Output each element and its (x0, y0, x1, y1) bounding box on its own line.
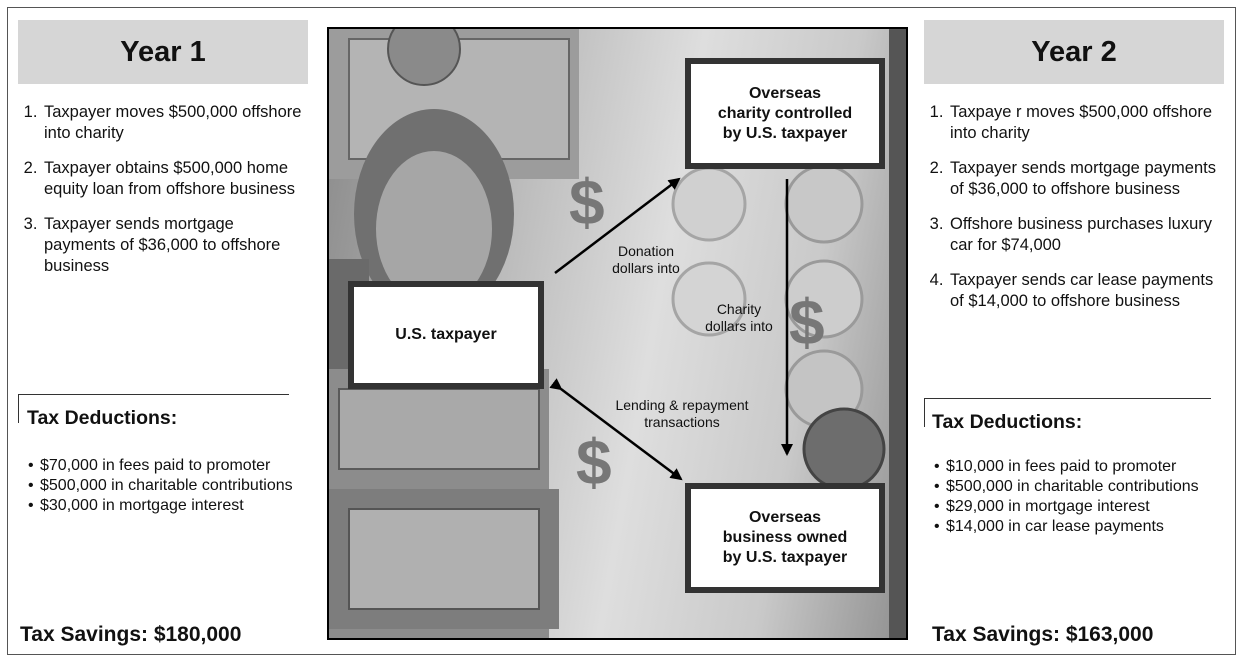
year1-step: Taxpayer sends mortgage payments of $36,… (42, 214, 308, 277)
money-flow-diagram: $ $ $ U.S. taxpayer Overseas charity con… (327, 27, 908, 640)
overseas-business-label: Overseas business owned by U.S. taxpayer (722, 509, 848, 566)
taxpayer-box: U.S. taxpayer (348, 281, 544, 389)
charity-dollars-label: Charity dollars into (705, 301, 773, 334)
year2-step: Taxpaye r moves $500,000 offshore into c… (948, 102, 1224, 144)
year1-deduction: $500,000 in charitable contributions (28, 476, 298, 496)
year2-step: Taxpayer sends mortgage payments of $36,… (948, 158, 1224, 200)
year1-header: Year 1 (18, 20, 308, 84)
year2-deduction: $29,000 in mortgage interest (934, 497, 1220, 517)
donation-label: Donation dollars into (612, 243, 680, 276)
overseas-charity-label: Overseas charity controlled by U.S. taxp… (717, 84, 853, 142)
year2-deductions-list: $10,000 in fees paid to promoter $500,00… (934, 457, 1220, 537)
year2-step: Offshore business purchases luxury car f… (948, 214, 1224, 256)
year1-deductions-list: $70,000 in fees paid to promoter $500,00… (28, 456, 298, 516)
year2-deduction: $10,000 in fees paid to promoter (934, 457, 1220, 477)
year2-deduction: $500,000 in charitable contributions (934, 477, 1220, 497)
year1-deductions-box (18, 394, 289, 423)
money-calculator-photo-background (329, 29, 906, 638)
donation-arrow (554, 177, 681, 274)
dollar-sign-decoration: $ (569, 166, 605, 238)
year1-deductions-title: Tax Deductions: (27, 407, 178, 429)
dollar-sign-decoration: $ (789, 286, 825, 358)
year2-step: Taxpayer sends car lease payments of $14… (948, 270, 1224, 312)
year1-column: Year 1 Taxpayer moves $500,000 offshore … (18, 20, 308, 646)
overseas-charity-box: Overseas charity controlled by U.S. taxp… (685, 58, 885, 169)
year1-deduction: $70,000 in fees paid to promoter (28, 456, 298, 476)
outer-frame (7, 7, 1236, 655)
lending-arrow (549, 378, 683, 481)
year2-steps: Taxpaye r moves $500,000 offshore into c… (924, 102, 1224, 312)
year2-deductions-box (924, 398, 1211, 427)
year1-steps: Taxpayer moves $500,000 offshore into ch… (18, 102, 308, 277)
taxpayer-label: U.S. taxpayer (395, 326, 497, 343)
year1-tax-savings: Tax Savings: $180,000 (20, 623, 242, 646)
year1-step: Taxpayer obtains $500,000 home equity lo… (42, 158, 308, 200)
year2-deduction: $14,000 in car lease payments (934, 517, 1220, 537)
year1-step: Taxpayer moves $500,000 offshore into ch… (42, 102, 308, 144)
year2-deductions-title: Tax Deductions: (932, 411, 1083, 433)
lending-label: Lending & repayment transactions (615, 397, 749, 430)
year2-tax-savings: Tax Savings: $163,000 (932, 623, 1154, 646)
overseas-business-box: Overseas business owned by U.S. taxpayer (685, 483, 885, 593)
year1-deduction: $30,000 in mortgage interest (28, 496, 298, 516)
year2-column: Year 2 Taxpaye r moves $500,000 offshore… (924, 20, 1224, 646)
flow-arrows (549, 177, 793, 481)
year2-header: Year 2 (924, 20, 1224, 84)
